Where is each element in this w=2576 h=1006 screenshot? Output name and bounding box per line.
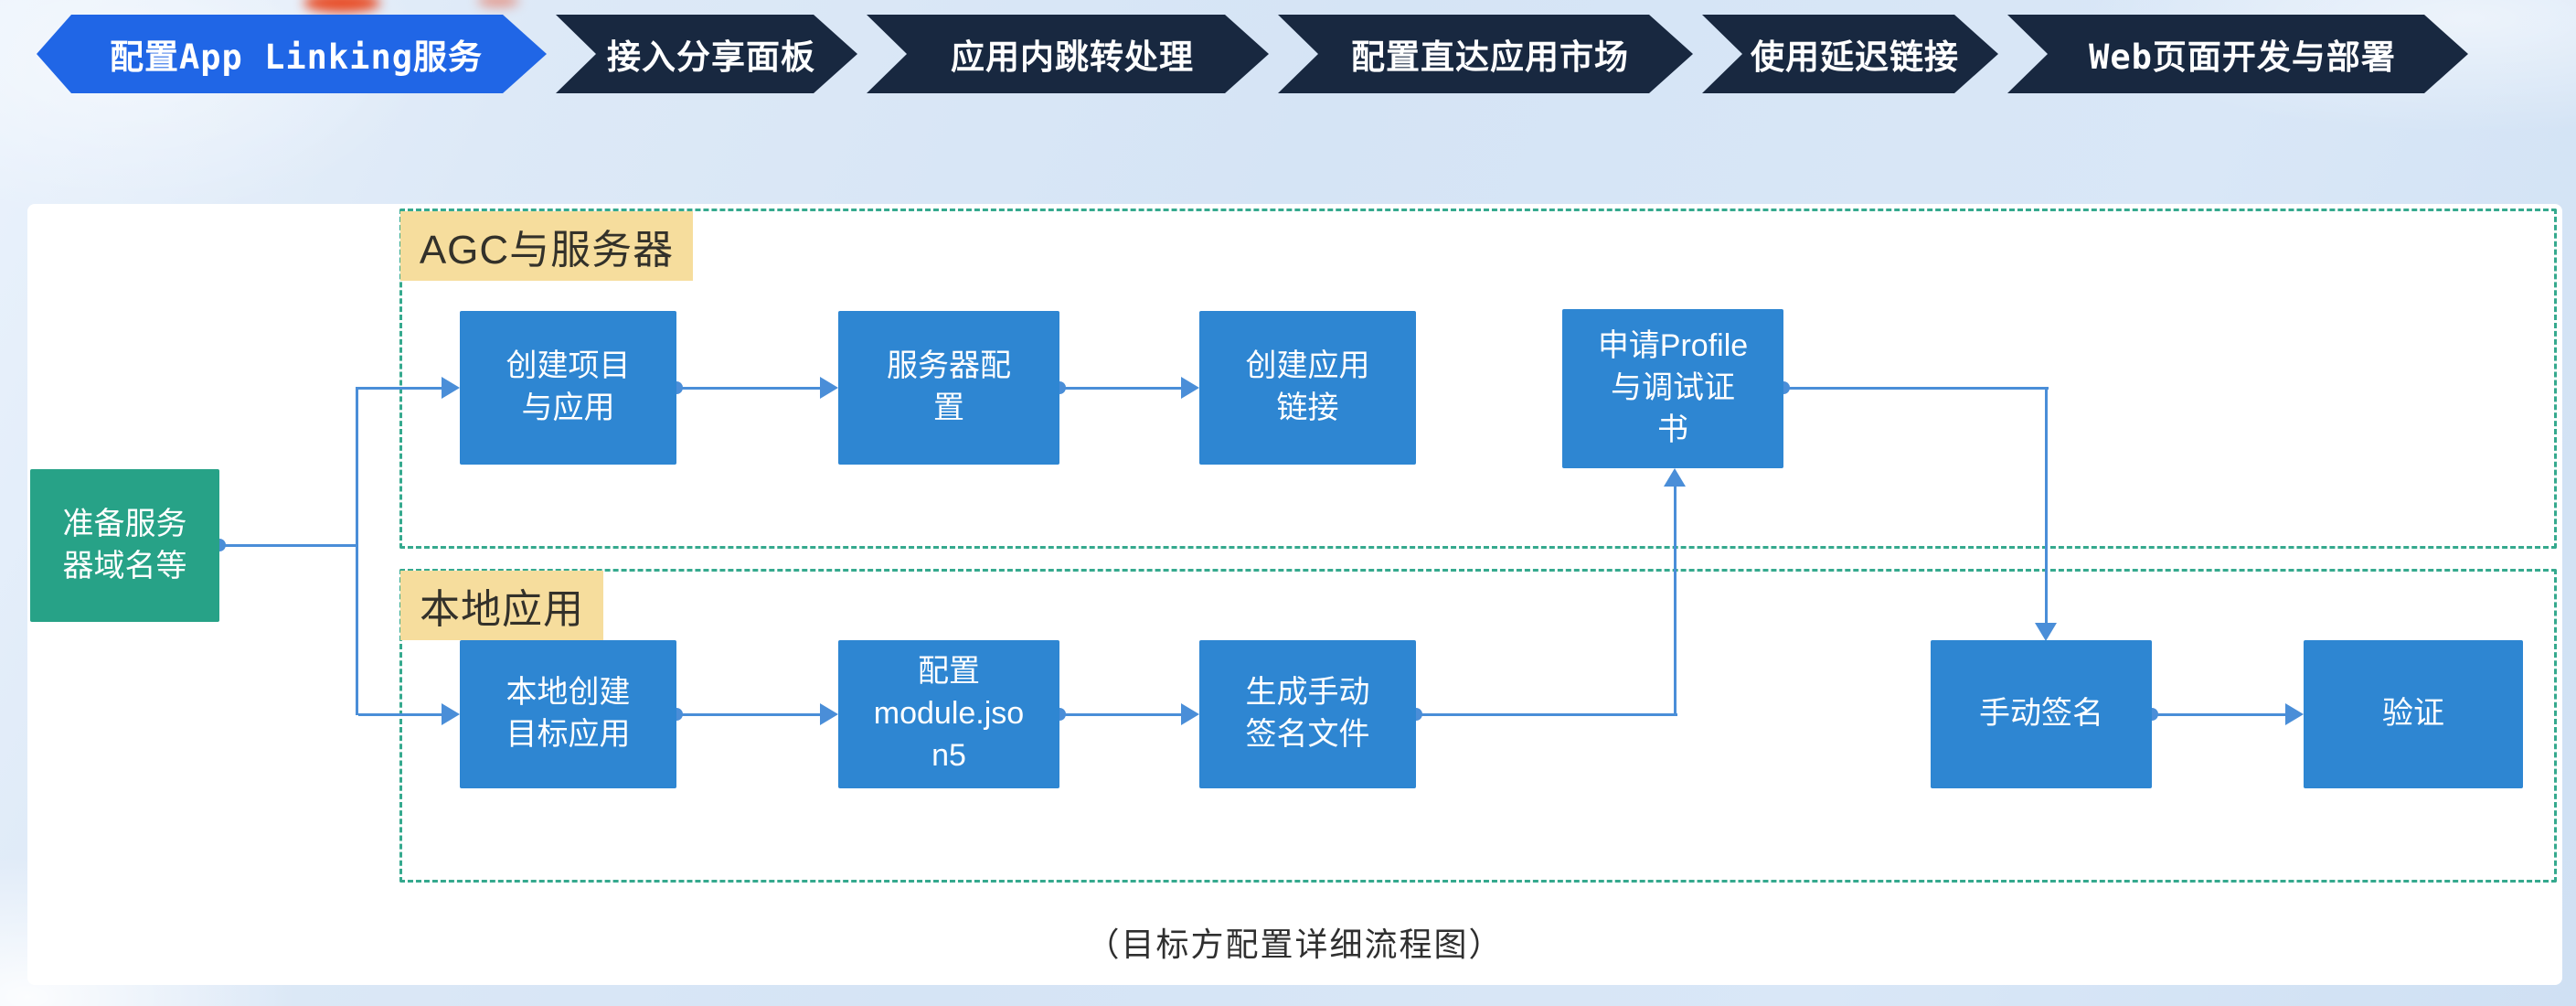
node-label: 本地创建 目标应用 xyxy=(506,675,631,752)
step-tab-deferred-link: 使用延迟链接 xyxy=(1702,15,1998,93)
connector-line xyxy=(1674,485,1677,713)
group-label-text: 本地应用 xyxy=(420,587,584,632)
node-label: 手动签名 xyxy=(1979,696,2103,732)
node-label: 申请Profile 与调试证 书 xyxy=(1597,328,1749,447)
flow-node-manual-sign: 手动签名 xyxy=(1931,640,2152,788)
connector-line xyxy=(1059,387,1181,390)
connector-line xyxy=(1416,713,1677,716)
group-label-text: AGC与服务器 xyxy=(419,228,675,273)
step-tab-web-deploy: Web页面开发与部署 xyxy=(2007,15,2468,93)
group-label-agc-server: AGC与服务器 xyxy=(400,211,693,281)
arrow-head xyxy=(1664,468,1686,487)
arrow-head xyxy=(1181,703,1199,725)
step-tab-share-panel: 接入分享面板 xyxy=(556,15,857,93)
arrow-head xyxy=(2035,623,2057,641)
step-tab-label: 接入分享面板 xyxy=(607,37,815,77)
node-label: 生成手动 签名文件 xyxy=(1245,675,1370,752)
connector-line xyxy=(219,544,358,547)
node-label: 创建应用 链接 xyxy=(1245,348,1370,425)
step-tab-label: 配置App Linking服务 xyxy=(109,37,484,77)
flow-node-config-module-json5: 配置 module.jso n5 xyxy=(838,640,1059,788)
step-tab-label: 使用延迟链接 xyxy=(1751,37,1959,77)
step-tab-in-app-jump: 应用内跳转处理 xyxy=(867,15,1269,93)
node-label: 创建项目 与应用 xyxy=(506,348,631,425)
arrow-head xyxy=(442,377,460,399)
node-label: 服务器配 置 xyxy=(887,348,1011,425)
flow-node-create-app-link: 创建应用 链接 xyxy=(1199,311,1416,465)
arrow-head xyxy=(820,703,838,725)
connector-line xyxy=(1783,387,2049,390)
node-label: 准备服务 器域名等 xyxy=(62,506,187,583)
connector-line xyxy=(1059,713,1181,716)
step-tab-label: Web页面开发与部署 xyxy=(2089,37,2396,77)
arrow-head xyxy=(442,703,460,725)
red-marker-blob xyxy=(303,0,380,13)
node-label: 配置 module.jso n5 xyxy=(873,654,1025,773)
flow-node-verify: 验证 xyxy=(2304,640,2523,788)
connector-line xyxy=(676,387,820,390)
red-marker-blob-small xyxy=(477,0,519,7)
flow-caption: （目标方配置详细流程图） xyxy=(1086,926,1504,963)
connector-line xyxy=(676,713,820,716)
step-tab-label: 配置直达应用市场 xyxy=(1351,37,1629,77)
group-agc-server-container xyxy=(399,209,2557,549)
connector-line xyxy=(2045,387,2048,623)
arrow-head xyxy=(1181,377,1199,399)
group-label-local-app: 本地应用 xyxy=(400,571,603,640)
connector-line xyxy=(2152,713,2285,716)
arrow-head xyxy=(2285,703,2304,725)
flow-node-create-project: 创建项目 与应用 xyxy=(460,311,676,465)
step-tab-direct-to-market: 配置直达应用市场 xyxy=(1278,15,1693,93)
flow-node-prepare-domain: 准备服务 器域名等 xyxy=(30,469,219,622)
flow-node-generate-sign-file: 生成手动 签名文件 xyxy=(1199,640,1416,788)
step-tab-configure-app-linking: 配置App Linking服务 xyxy=(37,15,547,93)
connector-line xyxy=(356,387,358,715)
flow-node-apply-profile: 申请Profile 与调试证 书 xyxy=(1562,309,1783,468)
step-tab-label: 应用内跳转处理 xyxy=(951,37,1194,77)
flow-node-local-create-app: 本地创建 目标应用 xyxy=(460,640,676,788)
connector-line xyxy=(358,387,442,390)
arrow-head xyxy=(820,377,838,399)
connector-line xyxy=(358,713,442,716)
group-local-app-container xyxy=(399,569,2557,883)
flow-node-server-config: 服务器配 置 xyxy=(838,311,1059,465)
node-label: 验证 xyxy=(2382,696,2444,732)
